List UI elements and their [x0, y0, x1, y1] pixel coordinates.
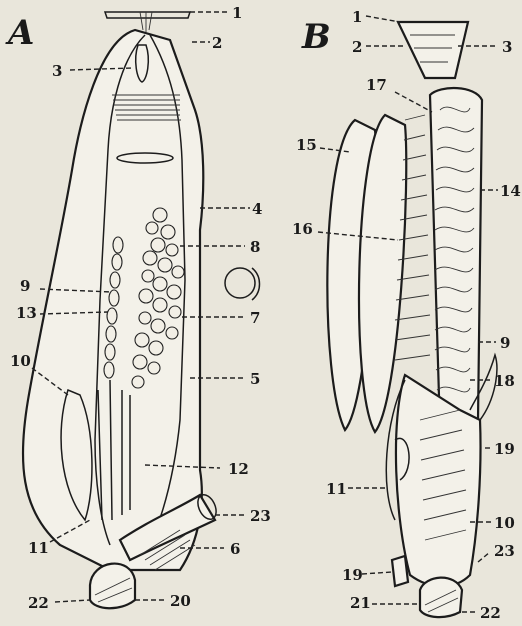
callout-b-16: 16	[292, 220, 313, 238]
callout-a-1: 1	[232, 4, 242, 22]
callout-b-2: 2	[352, 38, 362, 56]
a-top-cap	[105, 12, 190, 18]
panel-a-figure	[23, 12, 220, 608]
b-top-cup	[398, 22, 468, 78]
callout-a-22: 22	[28, 594, 49, 612]
callout-a-7: 7	[250, 309, 260, 327]
callout-a-3: 3	[52, 62, 62, 80]
callout-a-4: 4	[252, 200, 262, 218]
callout-a-6: 6	[230, 540, 240, 558]
callout-b-14: 14	[500, 182, 521, 200]
panel-label-a: A	[5, 13, 34, 53]
callout-a-8: 8	[250, 238, 260, 256]
callout-b-21: 21	[350, 594, 371, 612]
callout-b-18: 18	[494, 372, 515, 390]
callout-b-9: 9	[500, 334, 510, 352]
callout-b-15: 15	[296, 136, 317, 154]
callout-a-11: 11	[28, 539, 49, 557]
b-coiled-column	[430, 88, 482, 430]
panel-label-b: B	[301, 17, 331, 57]
callout-b-19-lower: 19	[342, 566, 363, 584]
callout-a-20: 20	[170, 592, 191, 610]
callout-b-1: 1	[352, 8, 362, 26]
callout-b-10: 10	[494, 514, 515, 532]
callout-b-17: 17	[366, 76, 387, 94]
callout-a-9: 9	[20, 277, 30, 295]
callout-a-5: 5	[250, 370, 260, 388]
callout-a-10: 10	[10, 352, 31, 370]
callout-a-12: 12	[228, 460, 249, 478]
callout-a-23: 23	[250, 507, 271, 525]
callout-b-23: 23	[494, 542, 515, 560]
callout-b-19-upper: 19	[494, 440, 515, 458]
callout-b-22: 22	[480, 604, 501, 622]
callout-a-2: 2	[212, 34, 222, 52]
a-bottom-knob	[90, 564, 135, 609]
panel-b-figure	[327, 22, 497, 617]
detached-ring	[225, 268, 260, 300]
callout-a-13: 13	[16, 304, 37, 322]
callout-b-3: 3	[502, 38, 512, 56]
callout-b-11: 11	[326, 480, 347, 498]
